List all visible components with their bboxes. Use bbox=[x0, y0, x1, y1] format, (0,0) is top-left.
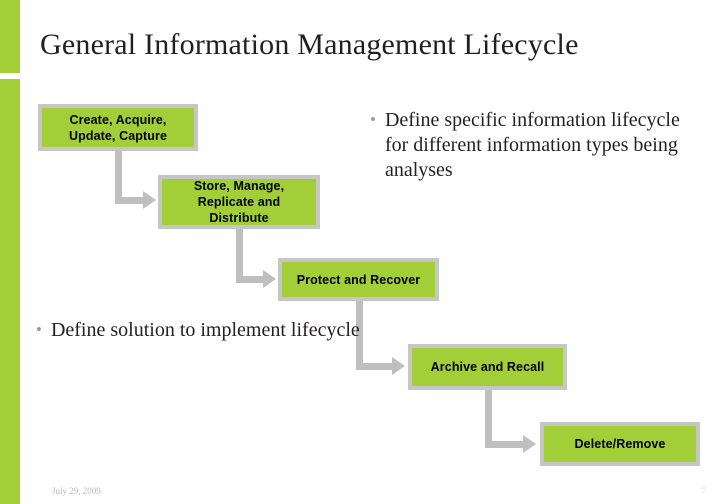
arrowhead-icon bbox=[143, 191, 156, 209]
connector-segment-vertical bbox=[115, 150, 122, 197]
flow-box-label: Archive and Recall bbox=[430, 360, 545, 374]
connector-segment-vertical bbox=[356, 300, 363, 366]
bullet-item-define-solution: • Define solution to implement lifecycle bbox=[36, 318, 366, 343]
accent-bar-top bbox=[0, 0, 20, 73]
bullet-text: Define solution to implement lifecycle bbox=[50, 319, 360, 341]
arrowhead-icon bbox=[392, 357, 405, 375]
flow-box-delete-remove[interactable]: Delete/Remove bbox=[540, 422, 700, 466]
connector-segment-horizontal bbox=[485, 441, 525, 448]
footer-date: July 29, 2009 bbox=[52, 486, 101, 496]
accent-bar-bottom bbox=[0, 79, 20, 504]
flow-box-protect-and-recover[interactable]: Protect and Recover bbox=[278, 258, 439, 301]
bullet-marker-icon: • bbox=[370, 110, 376, 129]
flow-box-label: Protect and Recover bbox=[296, 272, 421, 287]
connector-segment-horizontal bbox=[236, 276, 265, 283]
connector-segment-vertical bbox=[236, 228, 243, 280]
bullet-text: Define specific information lifecycle fo… bbox=[384, 109, 680, 182]
page-title: General Information Management Lifecycle bbox=[40, 28, 579, 61]
bullet-marker-icon: • bbox=[36, 320, 42, 339]
flow-box-label: Create, Acquire,Update, Capture bbox=[68, 112, 168, 143]
flow-box-archive-and-recall[interactable]: Archive and Recall bbox=[408, 344, 567, 390]
flow-box-create-acquire[interactable]: Create, Acquire,Update, Capture bbox=[38, 104, 198, 151]
connector-segment-horizontal bbox=[356, 363, 394, 370]
bullet-item-define-lifecycle: • Define specific information lifecycle … bbox=[370, 108, 680, 184]
connector-segment-vertical bbox=[485, 389, 492, 445]
arrowhead-icon bbox=[523, 435, 536, 453]
arrowhead-icon bbox=[263, 270, 276, 288]
connector-segment-horizontal bbox=[115, 197, 145, 204]
flow-box-label: Delete/Remove bbox=[574, 437, 666, 451]
footer-page-number: 7 bbox=[701, 486, 707, 496]
